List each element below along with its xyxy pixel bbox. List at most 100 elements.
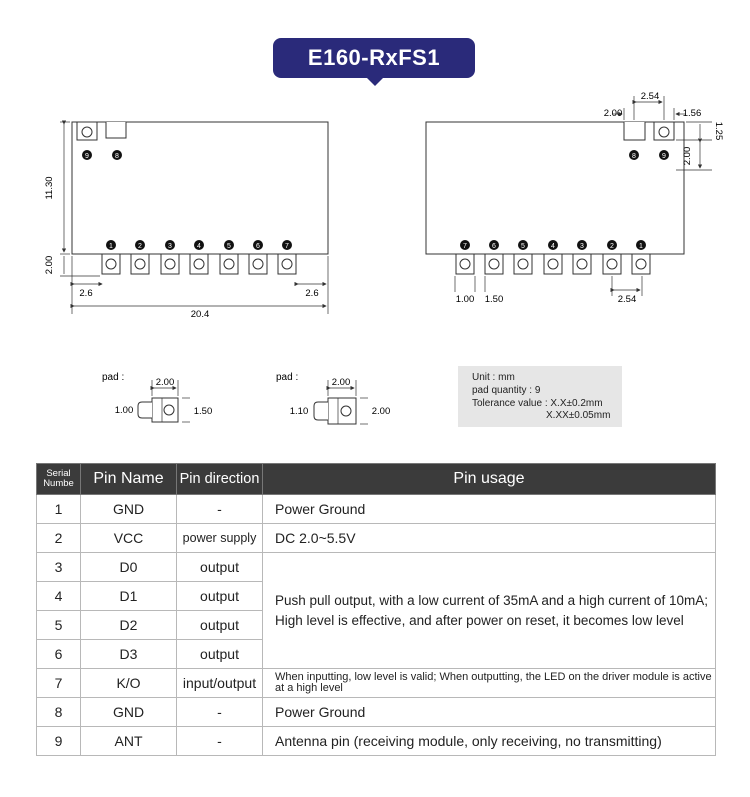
cell-dir: power supply bbox=[176, 523, 263, 553]
left-bottom-pin-label: 7 bbox=[285, 243, 289, 250]
left-bottom-pin-1: 1 bbox=[101, 240, 121, 275]
cell-name: VCC bbox=[80, 523, 177, 553]
cell-usage: Power Ground bbox=[262, 494, 716, 524]
right-bottom-pin-label: 4 bbox=[551, 243, 555, 250]
cell-dir: output bbox=[176, 581, 263, 611]
left-bottom-pin-4: 4 bbox=[189, 240, 209, 275]
left-bottom-pin-label: 2 bbox=[138, 243, 142, 250]
cell-name: ANT bbox=[80, 726, 177, 756]
left-top-pin-label: 9 bbox=[85, 153, 89, 160]
pad-detail-2: pad : 2.00 1.10 2.00 bbox=[276, 372, 390, 425]
cell-usage: Power Ground bbox=[262, 697, 716, 727]
cell-num: 7 bbox=[36, 668, 81, 698]
cell-dir: output bbox=[176, 610, 263, 640]
cell-name: GND bbox=[80, 697, 177, 727]
cell-usage: DC 2.0~5.5V bbox=[262, 523, 716, 553]
right-module-outline bbox=[425, 121, 685, 255]
left-bottom-pin-5: 5 bbox=[219, 240, 239, 275]
right-bottom-pin-label: 2 bbox=[610, 243, 614, 250]
left-top-pad-8: 8 bbox=[105, 122, 127, 160]
info-unit: Unit : mm bbox=[472, 372, 515, 383]
cell-usage: When inputting, low level is valid; When… bbox=[262, 668, 716, 698]
table-row: 7 K/O input/output When inputting, low l… bbox=[36, 668, 716, 698]
right-top-pad-9: 9 bbox=[653, 121, 675, 160]
right-bottom-pin-3: 3 bbox=[572, 240, 592, 275]
right-dim-top-right: 1.56 bbox=[683, 108, 702, 119]
pad-detail-2-top: 2.00 bbox=[332, 377, 351, 388]
pad-detail-1-label: pad : bbox=[102, 372, 124, 383]
info-tolerance-2: X.XX±0.05mm bbox=[546, 410, 611, 421]
cell-num: 9 bbox=[36, 726, 81, 756]
cell-num: 2 bbox=[36, 523, 81, 553]
table-row: 1 GND - Power Ground bbox=[36, 494, 716, 524]
table-row: 9 ANT - Antenna pin (receiving module, o… bbox=[36, 726, 716, 756]
cell-dir: output bbox=[176, 552, 263, 582]
right-top-pin-label: 9 bbox=[662, 153, 666, 160]
pad-detail-2-left: 1.10 bbox=[290, 406, 309, 417]
cell-num: 5 bbox=[36, 610, 81, 640]
spec-info-box: Unit : mm pad quantity : 9 Tolerance val… bbox=[458, 366, 622, 427]
right-dim-top-pitch: 2.54 bbox=[641, 91, 660, 102]
title-pointer bbox=[367, 78, 383, 86]
right-bottom-pin-7: 7 bbox=[455, 240, 475, 275]
cell-num: 3 bbox=[36, 552, 81, 582]
right-bottom-pin-5: 5 bbox=[513, 240, 533, 275]
cell-name: D0 bbox=[80, 552, 177, 582]
right-bottom-pin-4: 4 bbox=[543, 240, 563, 275]
left-bottom-pin-label: 3 bbox=[168, 243, 172, 250]
right-bottom-pin-2: 2 bbox=[602, 240, 622, 275]
cell-name: D2 bbox=[80, 610, 177, 640]
left-bottom-pin-3: 3 bbox=[160, 240, 180, 275]
cell-dir: output bbox=[176, 639, 263, 669]
left-top-pad-9: 9 bbox=[76, 121, 98, 160]
table-row: 4 D1 output bbox=[36, 581, 716, 611]
table-row: 3 D0 output Push pull output, with a low… bbox=[36, 552, 716, 669]
header-pin-name: Pin Name bbox=[80, 463, 177, 495]
left-bottom-pin-2: 2 bbox=[130, 240, 150, 275]
mechanical-drawing: 9 8 1 2 3 4 5 6 7 11.30 2.00 2.6 2.6 20.4 8 bbox=[44, 91, 724, 425]
right-dim-vert-a: 1.25 bbox=[713, 122, 724, 141]
left-dim-pad-height: 2.00 bbox=[44, 256, 55, 275]
table-row: 8 GND - Power Ground bbox=[36, 697, 716, 727]
right-dim-bottom-pitch: 2.54 bbox=[618, 294, 637, 305]
left-module-outline bbox=[71, 121, 329, 255]
left-dim-height: 11.30 bbox=[44, 176, 55, 199]
right-bottom-pin-label: 3 bbox=[580, 243, 584, 250]
right-bottom-pin-1: 1 bbox=[631, 240, 651, 275]
title-text: E160-RxFS1 bbox=[307, 45, 441, 70]
left-dim-left-offset: 2.6 bbox=[79, 288, 92, 299]
left-dim-right-offset: 2.6 bbox=[305, 288, 318, 299]
right-top-pad-8: 8 bbox=[623, 122, 646, 160]
header-pin-direction: Pin direction bbox=[176, 463, 263, 495]
cell-dir: - bbox=[176, 697, 263, 727]
table-row: 2 VCC power supply DC 2.0~5.5V bbox=[36, 523, 716, 553]
right-dim-top-left: 2.00 bbox=[604, 108, 623, 119]
info-pad-quantity: pad quantity : 9 bbox=[472, 385, 541, 396]
left-bottom-pin-label: 1 bbox=[109, 243, 113, 250]
left-top-pin-label: 8 bbox=[115, 153, 119, 160]
left-dim-width: 20.4 bbox=[191, 309, 210, 320]
pad-detail-1-top: 2.00 bbox=[156, 377, 175, 388]
right-bottom-pin-label: 6 bbox=[492, 243, 496, 250]
left-bottom-pin-label: 6 bbox=[256, 243, 260, 250]
right-bottom-pin-6: 6 bbox=[484, 240, 504, 275]
right-bottom-pin-label: 1 bbox=[639, 243, 643, 250]
right-top-pin-label: 8 bbox=[632, 153, 636, 160]
header-serial-line1: Serial bbox=[46, 468, 71, 479]
cell-name: K/O bbox=[80, 668, 177, 698]
info-tolerance: Tolerance value : X.X±0.2mm bbox=[472, 398, 603, 409]
pad-detail-1-left: 1.00 bbox=[115, 405, 134, 416]
cell-num: 8 bbox=[36, 697, 81, 727]
left-bottom-pin-label: 5 bbox=[227, 243, 231, 250]
pad-detail-2-label: pad : bbox=[276, 372, 298, 383]
cell-dir: - bbox=[176, 726, 263, 756]
header-serial-line2: Numbe bbox=[43, 478, 74, 489]
cell-name: D3 bbox=[80, 639, 177, 669]
cell-usage: Antenna pin (receiving module, only rece… bbox=[262, 726, 716, 756]
right-dim-pad-pitch: 1.50 bbox=[485, 294, 504, 305]
pad-detail-1: pad : 2.00 1.00 1.50 bbox=[102, 372, 212, 423]
left-bottom-pin-label: 4 bbox=[197, 243, 201, 250]
cell-name: D1 bbox=[80, 581, 177, 611]
left-module-view: 9 8 1 2 3 4 5 6 7 11.30 2.00 2.6 2.6 20.4 bbox=[44, 120, 329, 320]
